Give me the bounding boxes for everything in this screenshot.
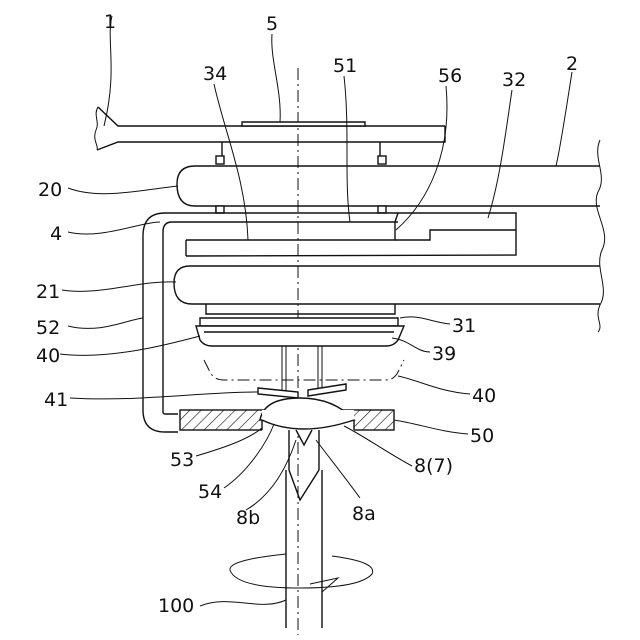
label-50: 50 — [470, 425, 494, 447]
plate-1 — [97, 107, 445, 150]
plate-2-upper — [177, 166, 600, 206]
boss-5 — [222, 142, 380, 164]
leader-41 — [70, 392, 258, 399]
washer-20-left — [216, 206, 224, 213]
label-51: 51 — [333, 55, 357, 77]
washer-right — [378, 156, 386, 164]
label-39: 39 — [432, 343, 456, 365]
label-100: 100 — [158, 595, 194, 617]
label-2: 2 — [566, 53, 578, 75]
leader-53 — [196, 428, 262, 456]
shaft-8-tip — [289, 470, 319, 500]
label-1: 1 — [104, 11, 116, 33]
part-32 — [186, 213, 516, 256]
label-20: 20 — [38, 179, 62, 201]
rods — [282, 346, 322, 392]
leader-50 — [394, 420, 468, 434]
leader-8-7 — [344, 426, 412, 466]
rotation-ellipse — [230, 554, 373, 588]
leader-4 — [68, 222, 160, 234]
leader-51 — [344, 76, 350, 222]
label-4: 4 — [50, 223, 62, 245]
label-40-left: 40 — [36, 345, 60, 367]
pan-40-alt — [204, 360, 404, 380]
leader-40a — [60, 336, 200, 355]
label-8-7: 8(7) — [414, 455, 453, 477]
plate-1-break — [95, 107, 98, 150]
leader-31 — [400, 317, 450, 324]
shaft-8 — [289, 430, 319, 470]
label-40-right: 40 — [472, 385, 496, 407]
label-5: 5 — [266, 13, 278, 35]
label-32: 32 — [502, 69, 526, 91]
part-51 — [186, 222, 395, 256]
label-31: 31 — [452, 315, 476, 337]
label-54: 54 — [198, 481, 222, 503]
leader-32 — [488, 90, 512, 218]
pan-39 — [196, 326, 404, 346]
label-34: 34 — [203, 63, 227, 85]
plate-21 — [174, 266, 600, 304]
rotation-arrow — [310, 578, 338, 592]
label-8b: 8b — [236, 507, 260, 529]
label-8a: 8a — [352, 503, 376, 525]
part-31-top — [206, 304, 395, 314]
leader-54 — [224, 424, 274, 488]
leader-100 — [200, 600, 286, 606]
plate-41-left — [258, 388, 298, 398]
label-52: 52 — [36, 317, 60, 339]
part-31 — [200, 318, 398, 326]
leader-5 — [272, 34, 280, 122]
label-21: 21 — [36, 281, 60, 303]
label-41: 41 — [44, 389, 68, 411]
leader-20 — [68, 186, 178, 194]
plate-41-right — [308, 384, 346, 396]
washer-left — [216, 156, 224, 164]
leader-21 — [62, 282, 176, 292]
step-56 — [395, 230, 516, 240]
leader-52 — [68, 318, 143, 328]
leader-2 — [556, 72, 572, 166]
label-53: 53 — [170, 449, 194, 471]
washer-20-right — [378, 206, 386, 213]
leader-40b — [398, 376, 470, 394]
arm-2-break — [596, 140, 604, 332]
label-56: 56 — [438, 65, 462, 87]
leader-56 — [396, 86, 447, 230]
